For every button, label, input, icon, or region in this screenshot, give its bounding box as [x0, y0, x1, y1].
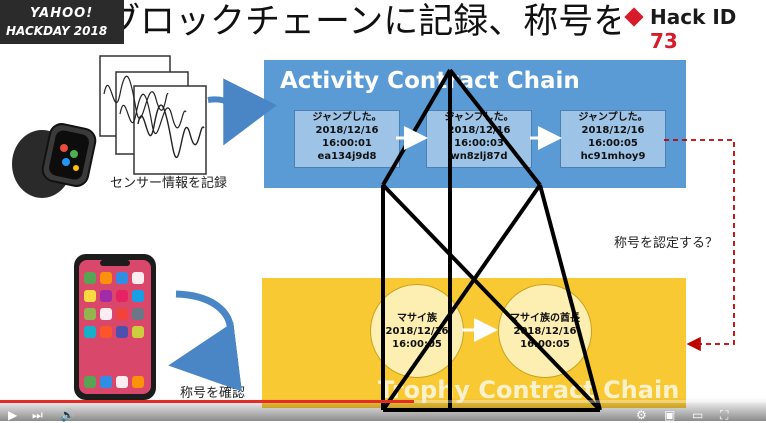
block-date: 2018/12/16 [447, 125, 511, 136]
video-player-bar [0, 398, 766, 421]
miniplayer-icon[interactable]: ▣ [664, 408, 676, 422]
play-icon[interactable]: ▶ [8, 408, 18, 422]
logo-top-text: YAHOO! [30, 6, 94, 21]
activity-chain-title: Activity Contract Chain [280, 68, 580, 94]
medal-name: マサイ族 [397, 312, 437, 324]
smartwatch-icon [12, 123, 97, 198]
block-time: 16:00:01 [322, 138, 372, 149]
activity-contract-chain: Activity Contract Chain ジャンプした。 2018/12/… [264, 60, 686, 188]
activity-block: ジャンプした。 2018/12/16 16:00:03 wn8zlj87d [426, 110, 532, 168]
video-progress-bar[interactable] [0, 400, 766, 403]
block-date: 2018/12/16 [581, 125, 645, 136]
trophy-medal: マサイ族の酋長 2018/12/16 16:00:05 [498, 284, 592, 378]
medal-time: 16:00:05 [520, 338, 570, 350]
hack-id-badge: Hack ID 73 [620, 0, 766, 53]
smartphone-icon [74, 254, 156, 400]
theater-mode-icon[interactable]: ▭ [692, 408, 704, 422]
block-hash: hc91mhoy9 [580, 151, 646, 162]
block-time: 16:00:05 [588, 138, 638, 149]
cube-icon [624, 7, 644, 27]
block-hash: ea134j9d8 [317, 151, 377, 162]
block-hash: wn8zlj87d [450, 151, 508, 162]
block-date: 2018/12/16 [315, 125, 379, 136]
logo-bottom-text: HACKDAY 2018 [6, 24, 108, 38]
next-icon[interactable]: ⏭ [32, 408, 43, 422]
medal-name: マサイ族の酋長 [510, 312, 580, 324]
hack-id-number: 73 [650, 29, 678, 53]
confirm-curve-arrow [168, 290, 243, 392]
block-time: 16:00:03 [454, 138, 504, 149]
sensor-waveform-sheets [99, 55, 207, 175]
trophy-contract-chain: Trophy Contract Chain マサイ族 2018/12/16 16… [262, 278, 686, 408]
medal-time: 16:00:05 [392, 338, 442, 350]
hack-id-label: Hack ID 73 [650, 5, 766, 53]
medal-date: 2018/12/16 [385, 325, 449, 337]
sensor-caption: センサー情報を記録 [110, 176, 228, 191]
block-action: ジャンプした。 [578, 112, 648, 123]
certify-caption: 称号を認定する？ [614, 236, 719, 251]
activity-block: ジャンプした。 2018/12/16 16:00:05 hc91mhoy9 [560, 110, 666, 168]
fullscreen-icon[interactable]: ⛶ [720, 408, 729, 422]
trophy-medal: マサイ族 2018/12/16 16:00:05 [370, 284, 464, 378]
block-action: ジャンプした。 [312, 112, 382, 123]
video-progress-fill [0, 400, 414, 403]
activity-block: ジャンプした。 2018/12/16 16:00:01 ea134j9d8 [294, 110, 400, 168]
yahoo-hackday-logo: YAHOO! HACKDAY 2018 [0, 0, 124, 44]
medal-date: 2018/12/16 [513, 325, 577, 337]
block-action: ジャンプした。 [444, 112, 514, 123]
hack-id-brand: Hack ID [650, 5, 737, 29]
settings-gear-icon[interactable]: ⚙ [636, 408, 647, 422]
record-curve-arrow [207, 78, 277, 146]
volume-icon[interactable]: 🔊 [60, 408, 75, 422]
